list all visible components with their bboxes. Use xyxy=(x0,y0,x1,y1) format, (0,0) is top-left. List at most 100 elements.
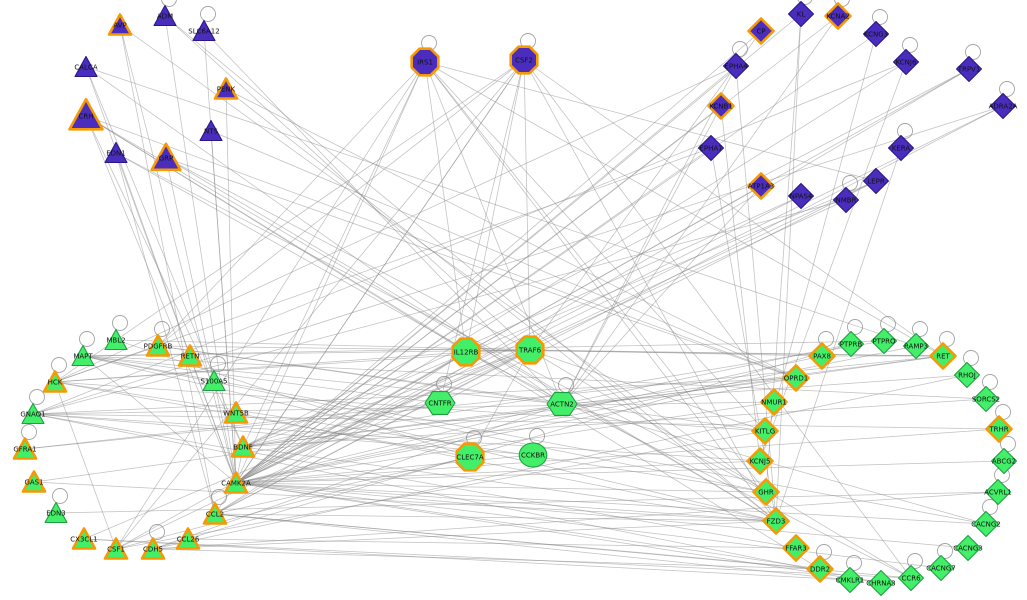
edge-KITLG-CSF1 xyxy=(115,430,766,550)
node-KITLG[interactable]: KITLG xyxy=(751,417,779,445)
node-RETN[interactable]: RETN xyxy=(177,344,203,367)
octagon-node-shape xyxy=(410,47,440,77)
node-TRAF6[interactable]: TRAF6 xyxy=(515,335,545,365)
node-CCKBR[interactable]: CCKBR xyxy=(518,442,548,468)
node-KERA[interactable]: KERA xyxy=(887,134,915,162)
node-PENK[interactable]: PENK xyxy=(213,77,239,100)
node-CRH[interactable]: CRH xyxy=(68,98,104,131)
edge-LEPR-CAMK2A xyxy=(235,180,877,484)
node-EDN1[interactable]: EDN1 xyxy=(104,141,128,164)
edge-KCNB1-KCNJ5 xyxy=(720,105,761,462)
diamond-node-shape xyxy=(697,134,725,162)
node-ABCG2[interactable]: ABCG2 xyxy=(990,447,1018,475)
node-CX3CL1[interactable]: CX3CL1 xyxy=(70,527,98,550)
node-RHOJ[interactable]: RHOJ xyxy=(953,361,981,389)
octagon-node-shape xyxy=(451,337,481,367)
triangle-node-shape xyxy=(104,141,128,164)
edge-KCNJ5-GNAO1 xyxy=(32,413,761,462)
node-ATP1A3[interactable]: ATP1A3 xyxy=(747,172,775,200)
self-loop-icon xyxy=(842,175,858,191)
edge-CNTFR-GFRA1 xyxy=(24,402,441,450)
triangle-node-shape xyxy=(21,402,45,425)
diamond-node-shape xyxy=(722,52,750,80)
node-CSF2[interactable]: CSF2 xyxy=(509,45,539,75)
node-GAS1[interactable]: GAS1 xyxy=(21,470,47,493)
diamond-node-shape xyxy=(897,564,925,592)
self-loop-icon xyxy=(1000,436,1016,452)
edge-KCNJ6-KCNJ5 xyxy=(759,61,907,462)
triangle-node-shape xyxy=(104,328,128,351)
node-CALCA[interactable]: CALCA xyxy=(74,55,98,78)
node-PTPRB[interactable]: PTPRB xyxy=(837,330,865,358)
node-ADRA2A[interactable]: ADRA2A xyxy=(989,92,1018,120)
edge-LEPR-BDNF xyxy=(242,180,877,448)
node-IRS1[interactable]: IRS1 xyxy=(410,47,440,77)
edge-CMKLR1-CCL2 xyxy=(214,513,851,581)
node-CACNG7[interactable]: CACNG7 xyxy=(926,554,956,582)
diamond-node-shape xyxy=(782,364,810,392)
edge-EPHA4-ACTN2 xyxy=(561,65,737,405)
edge-KCNB1-CAMK2A xyxy=(235,105,722,484)
edge-ACTN2-CDH5 xyxy=(152,403,563,550)
node-LEPR[interactable]: LEPR xyxy=(862,167,890,195)
edge-NPAS4-CAMK2A xyxy=(235,195,802,484)
node-KCNG3[interactable]: KCNG3 xyxy=(862,20,890,48)
node-CCL2[interactable]: CCL2 xyxy=(202,502,228,525)
triangle-node-shape xyxy=(71,344,95,367)
node-KCNB1[interactable]: KCNB1 xyxy=(707,92,735,120)
node-RAMP3[interactable]: RAMP3 xyxy=(902,332,930,360)
node-NTS[interactable]: NTS xyxy=(199,119,223,142)
edge-ABCG2-CAMK2A xyxy=(235,460,1005,484)
edge-PTPRB-CDH5 xyxy=(152,343,852,550)
diamond-node-shape xyxy=(955,55,983,83)
diamond-node-shape xyxy=(787,182,815,210)
edge-CACNG3-CAMK2A xyxy=(235,482,969,549)
node-RET[interactable]: RET xyxy=(929,342,957,370)
edge-TRAF6-HCK xyxy=(54,349,531,383)
node-KL[interactable]: KL xyxy=(787,0,815,28)
edge-CSF2-CSF1 xyxy=(115,59,525,550)
edge-KCNG3-KCNJ5 xyxy=(759,33,877,462)
node-TRHR[interactable]: TRHR xyxy=(985,415,1013,443)
node-ADM[interactable]: ADM xyxy=(153,4,177,27)
node-IL12RB[interactable]: IL12RB xyxy=(451,337,481,367)
node-CCL26[interactable]: CCL26 xyxy=(175,527,201,550)
node-CLEC7A[interactable]: CLEC7A xyxy=(455,442,485,472)
node-CACNG3[interactable]: CACNG3 xyxy=(953,534,983,562)
edge-PENK-FZD3 xyxy=(225,88,777,522)
self-loop-icon xyxy=(79,331,95,347)
node-GHR[interactable]: GHR xyxy=(752,478,780,506)
node-MBL2[interactable]: MBL2 xyxy=(104,328,128,351)
node-ACVRL1[interactable]: ACVRL1 xyxy=(984,478,1012,506)
edge-KCNA2-ACTN2 xyxy=(561,15,839,405)
edge-CNTFR-MAPT xyxy=(82,355,441,404)
self-loop-icon xyxy=(211,489,227,505)
diamond-node-shape xyxy=(892,48,920,76)
node-KCNJ6[interactable]: KCNJ6 xyxy=(892,48,920,76)
node-FFAR3[interactable]: FFAR3 xyxy=(782,534,810,562)
triangle-node-shape xyxy=(153,4,177,27)
edge-SLC6A12-CAMK2A xyxy=(203,30,237,484)
triangle-node-shape xyxy=(44,501,68,524)
self-loop-icon xyxy=(965,44,981,60)
self-loop-icon xyxy=(847,319,863,335)
diamond-node-shape xyxy=(806,555,834,583)
self-loop-icon xyxy=(732,41,748,57)
node-TRPV1[interactable]: TRPV1 xyxy=(955,55,983,83)
node-PAX8[interactable]: PAX8 xyxy=(808,342,836,370)
node-CCR6[interactable]: CCR6 xyxy=(897,564,925,592)
node-SORCS2[interactable]: SORCS2 xyxy=(972,385,1000,413)
edge-DDR2-CAMK2A xyxy=(235,482,821,570)
node-AVP[interactable]: AVP xyxy=(107,13,133,36)
edge-TRAF6-CX3CL1 xyxy=(83,349,531,540)
diamond-node-shape xyxy=(870,327,898,355)
edge-FFAR3-GNAO1 xyxy=(32,413,797,549)
octagon-node-shape xyxy=(509,45,539,75)
triangle-node-shape xyxy=(213,77,239,100)
node-SLC6A12[interactable]: SLC6A12 xyxy=(188,19,220,42)
node-KCNA2[interactable]: KCNA2 xyxy=(824,2,852,30)
node-EPHA7[interactable]: EPHA7 xyxy=(697,134,725,162)
edge-CLEC7A-MBL2 xyxy=(115,339,471,458)
node-CACNG2[interactable]: CACNG2 xyxy=(971,510,1001,538)
